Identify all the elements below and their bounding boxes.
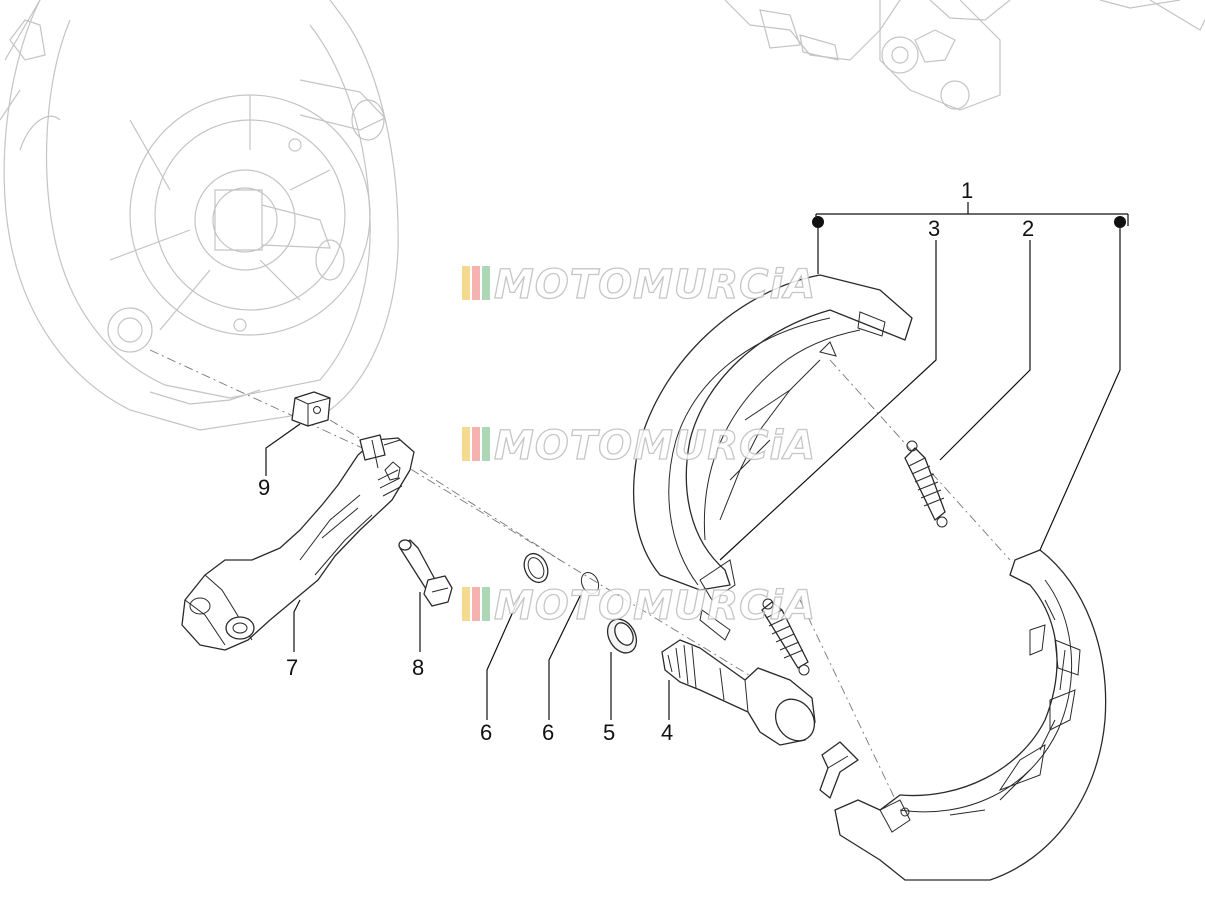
callout-5: 5 <box>603 720 615 745</box>
shoe-retainer-clip <box>819 741 859 799</box>
callout-8: 8 <box>412 655 424 680</box>
part-2-spring-upper <box>904 440 948 528</box>
part-5-seal <box>606 618 638 654</box>
callout-6a: 6 <box>480 720 492 745</box>
part-8-bolt <box>398 539 453 607</box>
part-2-spring-lower <box>761 598 810 676</box>
watermark-text: MOTOMURCiA <box>494 423 816 469</box>
watermark-text: MOTOMURCiA <box>494 262 816 308</box>
callout-9: 9 <box>258 475 270 500</box>
callout-1: 1 <box>961 178 973 203</box>
background-hub-housing <box>0 0 399 431</box>
watermark-1: MOTOMURCiA <box>462 261 816 309</box>
watermark-text: MOTOMURCiA <box>494 583 816 629</box>
part-4-brake-cam <box>661 639 816 746</box>
part-9-nut <box>291 391 331 427</box>
callout-dot-right <box>1114 216 1126 228</box>
watermark-2: MOTOMURCiA <box>462 422 816 470</box>
part-6-circlip-b <box>580 571 600 595</box>
callout-4: 4 <box>661 720 673 745</box>
callout-7: 7 <box>286 655 298 680</box>
part-6-circlip-a <box>523 552 549 584</box>
callout-dot-left <box>812 216 824 228</box>
brake-shoe-rear <box>834 549 1107 881</box>
callout-3: 3 <box>928 216 940 241</box>
background-engine-parts <box>724 0 1205 111</box>
callout-6b: 6 <box>542 720 554 745</box>
callout-2: 2 <box>1022 216 1034 241</box>
callouts: 1 2 3 4 5 6 6 7 8 9 <box>258 178 1126 745</box>
part-7-brake-lever <box>181 434 415 651</box>
brake-shoe-front <box>633 274 913 641</box>
watermark-3: MOTOMURCiA <box>462 582 816 630</box>
